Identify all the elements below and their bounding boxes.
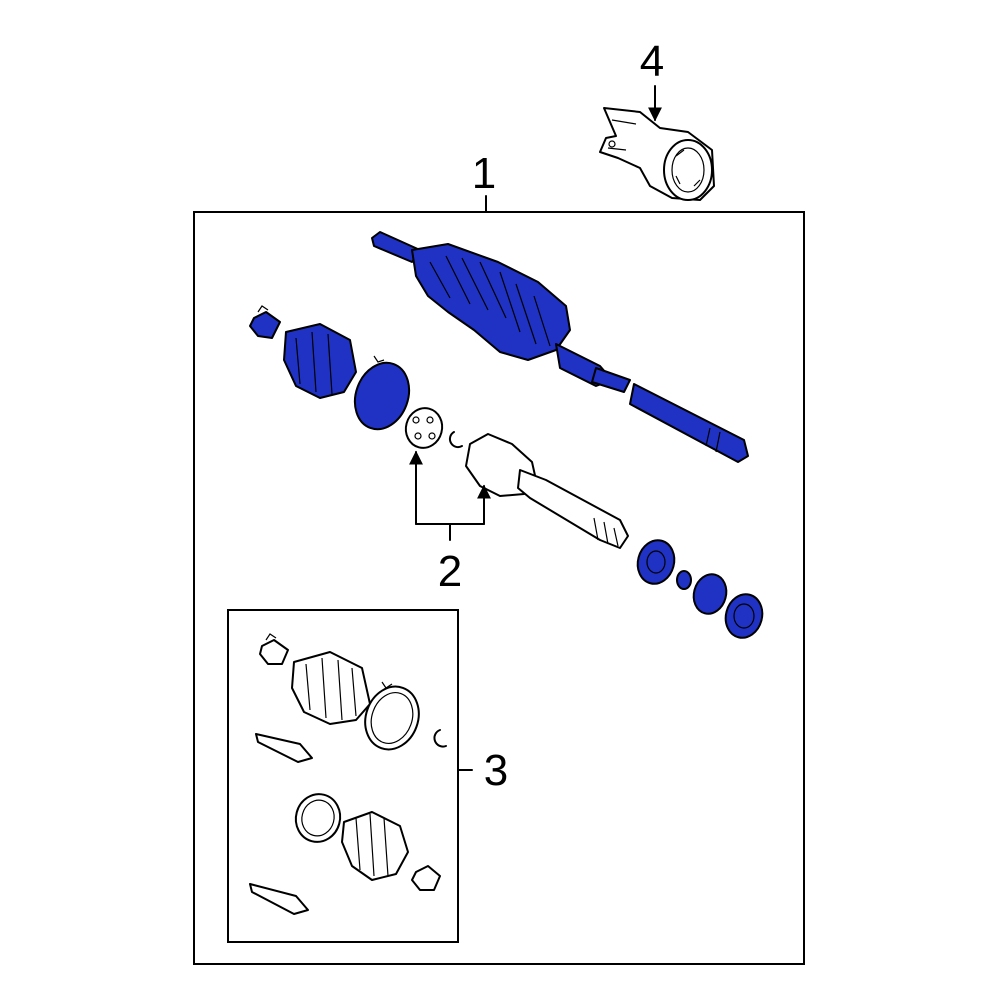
bracket-part <box>599 107 715 201</box>
callout-4-label: 4 <box>640 37 664 86</box>
callout-1-label: 1 <box>472 149 496 198</box>
callout-3-label: 3 <box>484 746 508 795</box>
axle-shaft-assembly <box>371 231 749 463</box>
outer-boot-parts <box>249 305 411 431</box>
hub-parts <box>636 539 764 639</box>
outboard-joint <box>465 433 629 549</box>
boot-kit-frame <box>227 609 459 943</box>
boot-kit-parts <box>249 633 447 915</box>
joint-small-parts <box>404 407 463 449</box>
callout-2-label: 2 <box>438 547 462 596</box>
assembly-frame <box>193 211 805 965</box>
